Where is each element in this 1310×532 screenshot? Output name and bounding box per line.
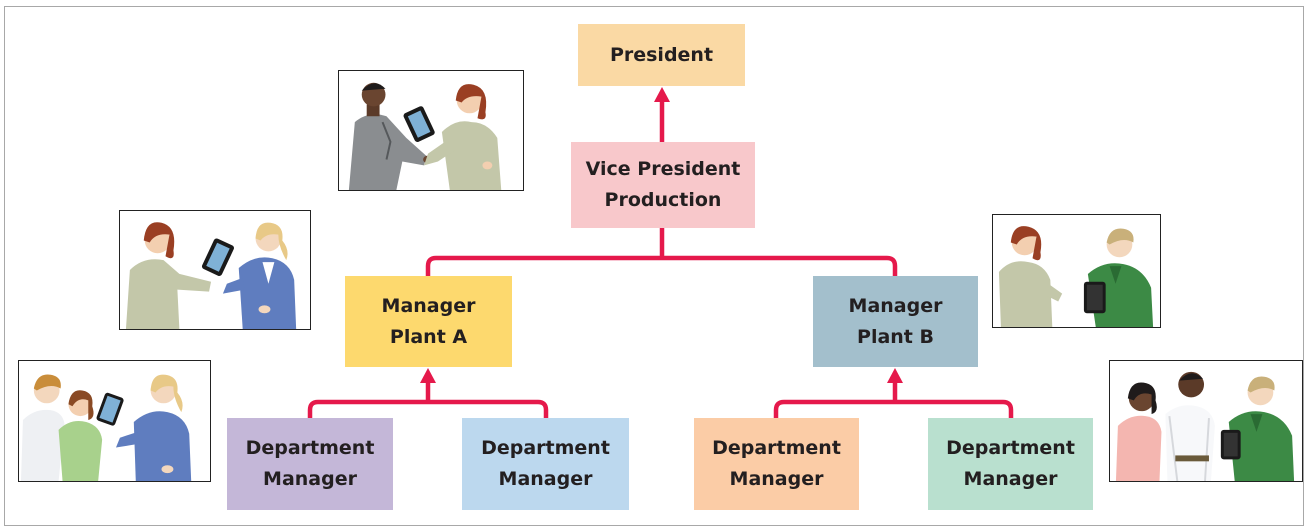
woman-and-man-with-tablet-icon — [992, 214, 1161, 328]
manager-b-label-line2: Plant B — [857, 325, 934, 348]
connector-depts-manager-b — [773, 378, 1014, 418]
dept-2-label-line1: Department — [481, 437, 610, 459]
three-people-talking-icon — [1109, 360, 1303, 482]
vp-label-line1: Vice President — [585, 158, 741, 180]
manager-plant-b-box: Manager Plant B — [813, 276, 978, 367]
dept-2-label-line2: Manager — [498, 468, 593, 490]
department-manager-box-3: Department Manager — [694, 418, 859, 510]
manager-plant-a-box: Manager Plant A — [345, 276, 512, 367]
arrowhead-president — [654, 87, 670, 102]
president-label: President — [609, 43, 714, 66]
dept-4-label-line2: Manager — [963, 468, 1058, 490]
dept-1-label-line1: Department — [245, 437, 375, 459]
department-manager-box-4: Department Manager — [928, 418, 1093, 510]
vice-president-production-box: Vice President Production — [571, 142, 755, 228]
president-box: President — [578, 24, 745, 86]
two-women-with-tablet-icon — [119, 210, 311, 330]
three-people-with-tablet-icon — [18, 360, 211, 482]
connector-depts-manager-a — [307, 378, 549, 418]
connector-managers-vp — [425, 221, 898, 276]
dept-1-label-line2: Manager — [263, 468, 357, 490]
dept-3-label-line1: Department — [712, 437, 841, 459]
manager-a-label-line1: Manager — [381, 294, 476, 317]
dept-3-label-line2: Manager — [729, 468, 824, 490]
department-manager-box-2: Department Manager — [462, 418, 629, 510]
manager-a-label-line2: Plant A — [389, 325, 468, 348]
dept-4-label-line1: Department — [946, 437, 1075, 459]
arrowhead-manager-a — [420, 368, 436, 383]
manager-b-label-line1: Manager — [848, 294, 943, 317]
vp-label-line2: Production — [604, 189, 722, 211]
arrowhead-manager-b — [887, 368, 903, 383]
department-manager-box-1: Department Manager — [227, 418, 393, 510]
two-people-with-tablet-icon — [338, 70, 524, 191]
